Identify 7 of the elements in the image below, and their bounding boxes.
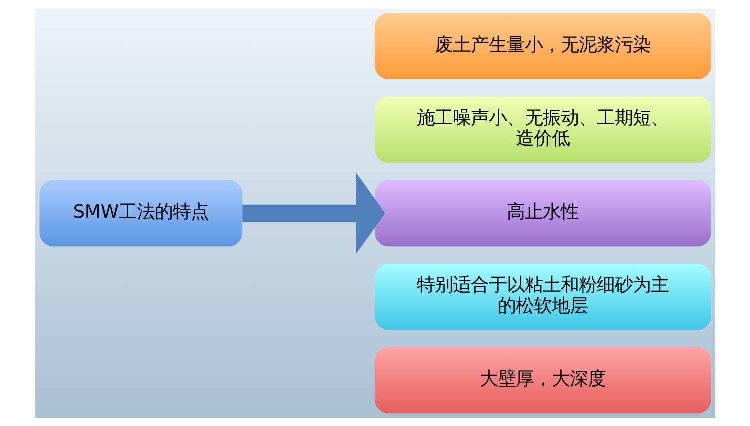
- node-box: SMW工法的特点: [39, 180, 242, 246]
- node-box: 大壁厚，大深度: [374, 346, 711, 414]
- node-box: 特别适合于以粘土和粉细砂为主的松软地层: [374, 263, 711, 330]
- node-box: 高止水性: [374, 180, 711, 246]
- arrow: [242, 172, 385, 254]
- node-box: 施工噪声小、无振动、工期短、造价低: [374, 96, 711, 163]
- node-box: 废土产生量小，无泥浆污染: [374, 12, 711, 80]
